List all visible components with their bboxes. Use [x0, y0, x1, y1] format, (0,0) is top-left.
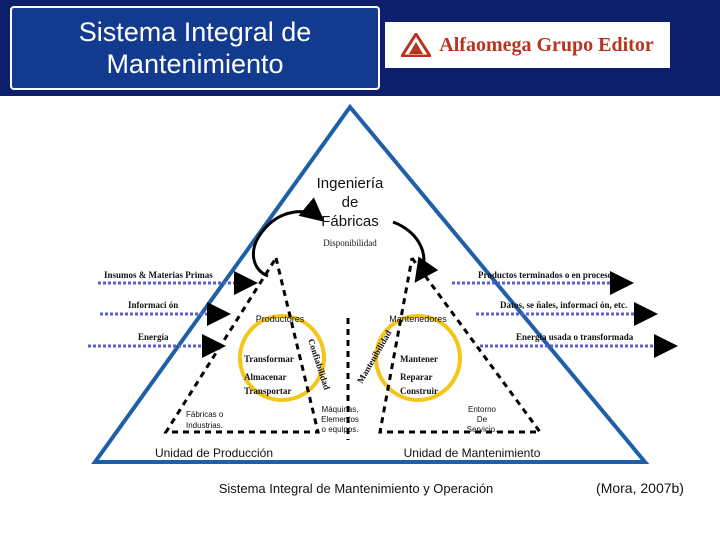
unidad-mantenimiento-label: Unidad de Mantenimiento [404, 446, 541, 460]
maquinas-line1: Máquinas, [322, 405, 359, 414]
feedback-arrow-output [392, 220, 439, 283]
fabricas-line2: Industrias. [186, 421, 223, 430]
confiabilidad-label: Confiabilidad [306, 338, 332, 392]
output-label-datos: Datos, se ñales, informaci ón, etc. [500, 300, 627, 310]
entorno-line2: De [477, 415, 488, 424]
citation: (Mora, 2007b) [596, 480, 684, 496]
entorno-line3: Servicio. [467, 425, 498, 434]
output-label-productos: Productos terminados o en proceso. [478, 270, 614, 280]
input-label-informacion: Informaci ón [128, 300, 178, 310]
output-label-energia: Energía usada o transformada [516, 332, 634, 342]
alfaomega-logo-icon [401, 33, 432, 57]
title-box: Sistema Integral de Mantenimiento [10, 6, 380, 90]
maintenance-circle [374, 314, 462, 402]
maquinas-line3: o equipos. [322, 425, 359, 434]
activity-almacenar: Almacenar [244, 372, 287, 382]
input-label-insumos: Insumos & Materias Primas [104, 270, 213, 280]
logo-text: Alfaomega Grupo Editor [439, 33, 654, 56]
activity-construir: Construir [400, 386, 438, 396]
slide-title: Sistema Integral de Mantenimiento [78, 17, 312, 79]
entorno-line1: Entorno [468, 405, 497, 414]
maintenance-dashed-triangle [378, 257, 543, 434]
fabricas-line1: Fábricas o [186, 410, 224, 419]
feedback-arrow-right [260, 197, 325, 233]
feedback-arrow-left [252, 231, 269, 278]
apex-title-line1: Ingeniería [317, 175, 384, 192]
diagram-caption: Sistema Integral de Mantenimiento y Oper… [219, 481, 494, 496]
apex-title-line3: Fábricas [321, 213, 379, 230]
productores-label: Productores [256, 314, 305, 324]
activity-reparar: Reparar [400, 372, 433, 382]
input-label-energia: Energía [138, 332, 169, 342]
activity-mantener: Mantener [400, 354, 438, 364]
production-circle [238, 314, 326, 402]
apex-title-line2: de [342, 194, 359, 211]
mantenibilidad-label: Mantenibilidad [355, 328, 393, 385]
publisher-logo: Alfaomega Grupo Editor [385, 22, 670, 68]
disponibilidad-label: Disponibilidad [323, 238, 377, 248]
maquinas-line2: Elementos [321, 415, 359, 424]
mantenedores-label: Mantenedores [389, 314, 447, 324]
unidad-produccion-label: Unidad de Producción [155, 446, 273, 460]
activity-transformar: Transformar [244, 354, 294, 364]
activity-transportar: Transportar [244, 386, 291, 396]
